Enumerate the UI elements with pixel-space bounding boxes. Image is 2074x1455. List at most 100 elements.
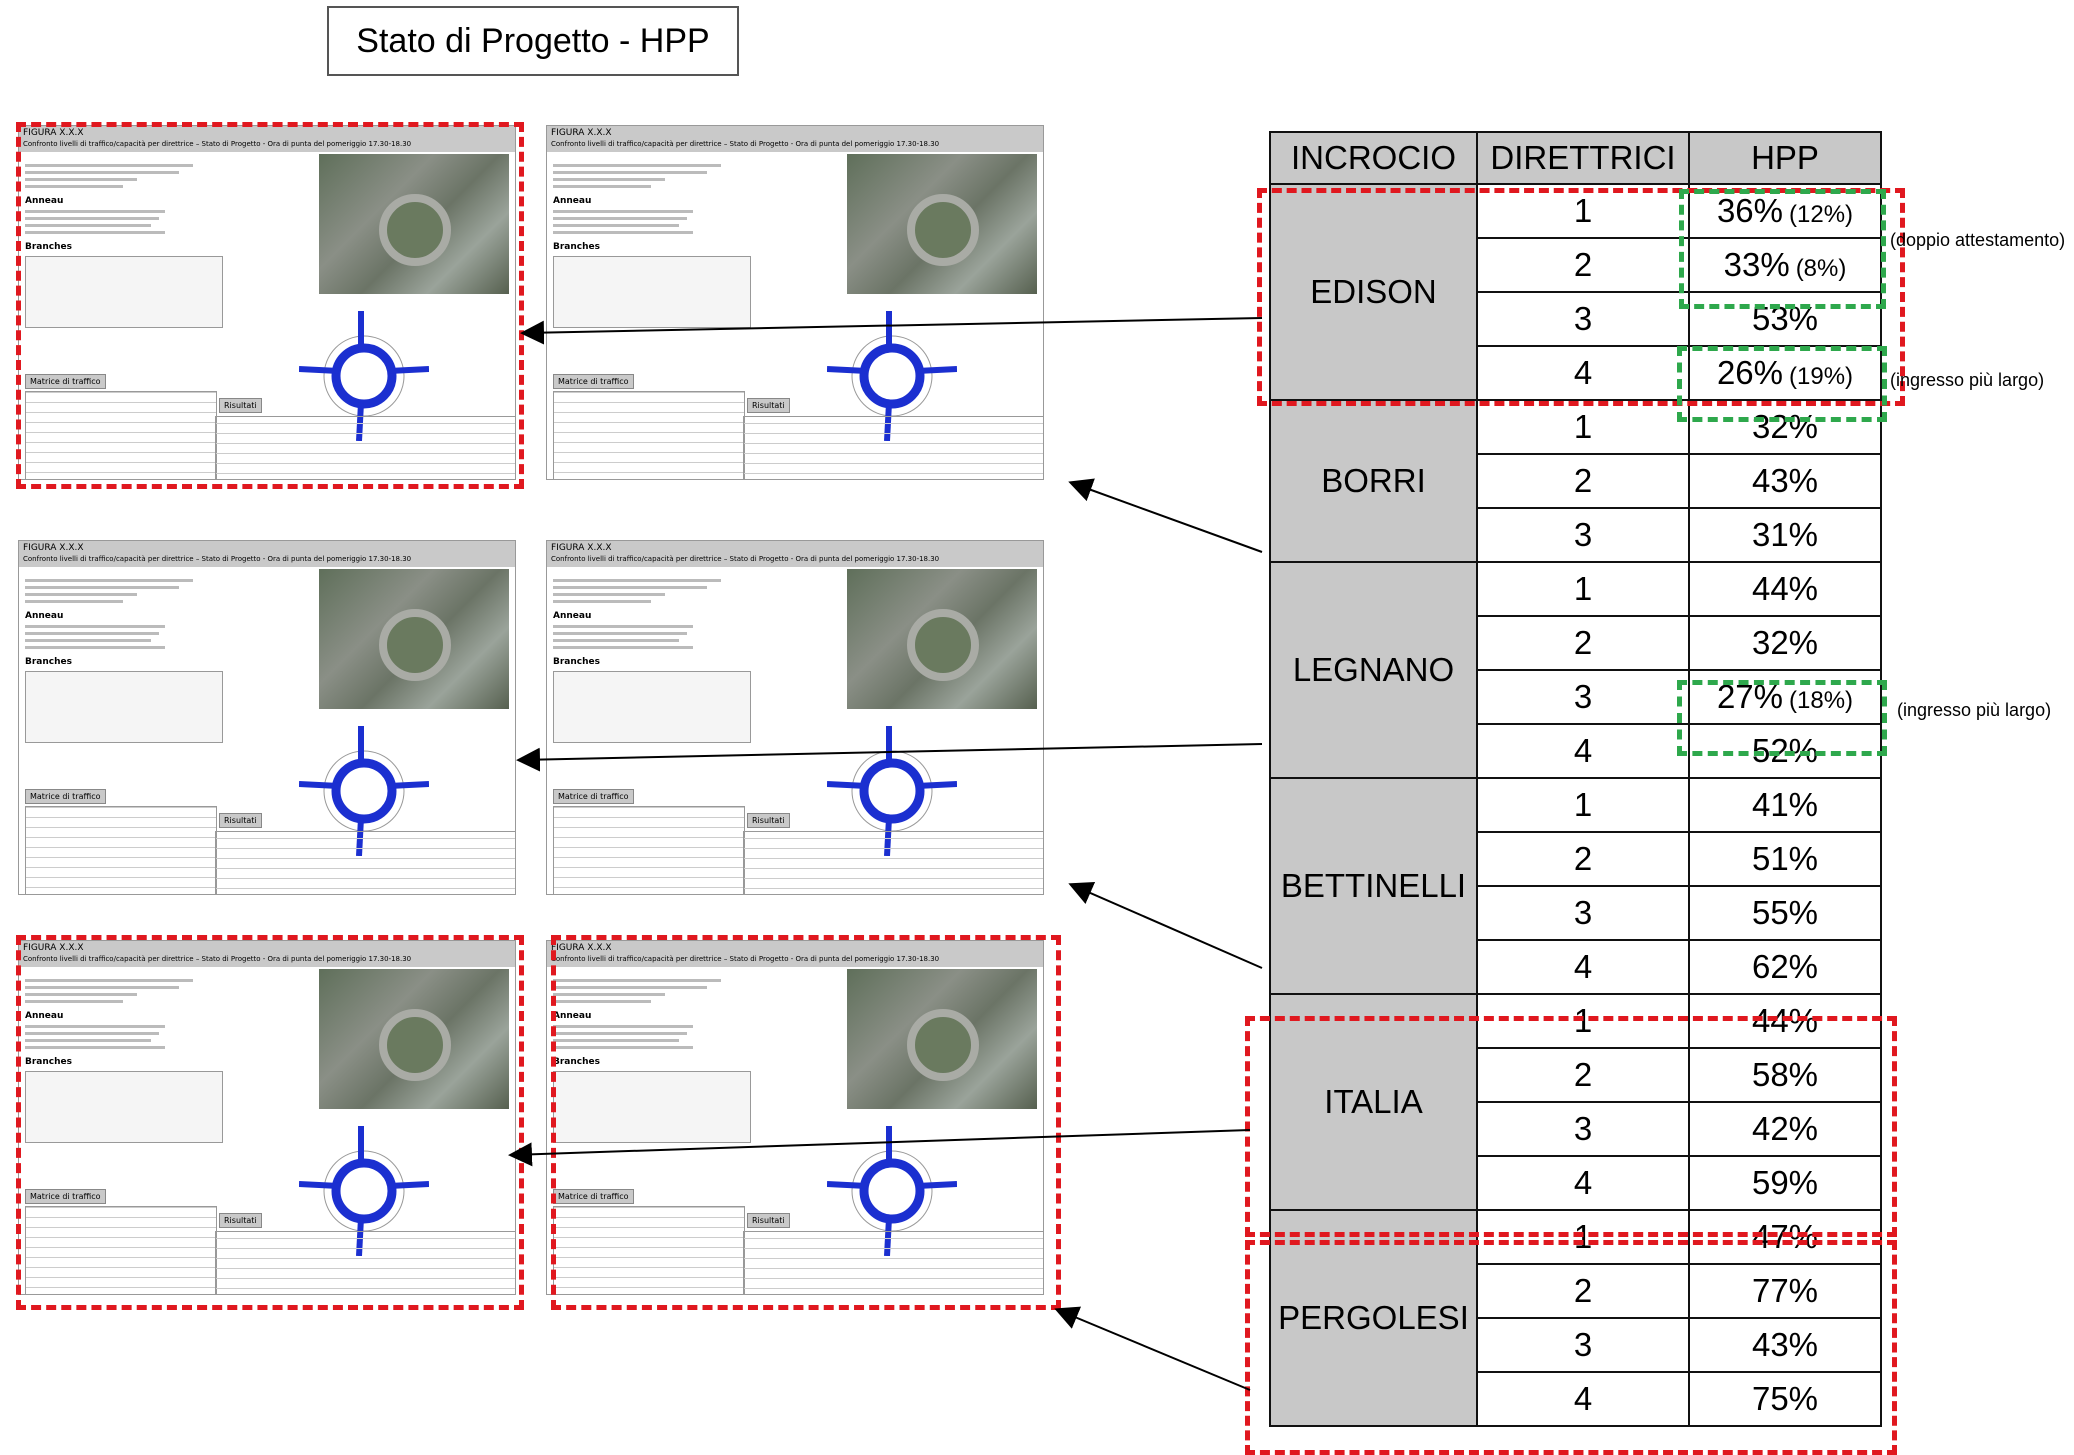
header-direttrici: DIRETTRICI xyxy=(1476,131,1690,185)
results-table xyxy=(215,1231,515,1294)
hpp-value: 58% xyxy=(1751,1056,1819,1093)
section-branches: Branches xyxy=(553,657,600,667)
section-anneau: Anneau xyxy=(553,1011,592,1021)
hpp-value: 44% xyxy=(1751,570,1819,607)
direttrice-cell: 4 xyxy=(1476,1155,1690,1211)
hpp-value: 43% xyxy=(1751,462,1819,499)
section-branches: Branches xyxy=(25,242,72,252)
hpp-extra-value: (19%) xyxy=(1789,363,1854,390)
results-table xyxy=(215,416,515,479)
results-table xyxy=(743,831,1043,894)
thumbnail-heading: FIGURA X.X.X xyxy=(23,943,84,953)
thumbnail-heading: FIGURA X.X.X xyxy=(23,543,84,553)
thumbnail-meta: Anneau Branches xyxy=(553,575,833,747)
hpp-value: 42% xyxy=(1751,1110,1819,1147)
hpp-value: 62% xyxy=(1751,948,1819,985)
direttrice-cell: 2 xyxy=(1476,1047,1690,1103)
thumbnail-subheading: Confronto livelli di traffico/capacità p… xyxy=(23,140,412,148)
hpp-value: 43% xyxy=(1751,1326,1819,1363)
hpp-extra-value: (8%) xyxy=(1795,255,1847,282)
roundabout-schematic xyxy=(299,726,429,856)
hpp-cell: 42% xyxy=(1688,1101,1882,1157)
direttrice-cell: 4 xyxy=(1476,939,1690,995)
page-title: Stato di Progetto - HPP xyxy=(327,6,739,76)
direttrice-cell: 4 xyxy=(1476,345,1690,401)
section-anneau: Anneau xyxy=(25,611,64,621)
hpp-cell: 55% xyxy=(1688,885,1882,941)
section-anneau: Anneau xyxy=(25,1011,64,1021)
direttrice-cell: 2 xyxy=(1476,237,1690,293)
direttrice-cell: 2 xyxy=(1476,831,1690,887)
report-thumbnail: FIGURA X.X.X Confronto livelli di traffi… xyxy=(546,940,1044,1295)
incrocio-cell: BETTINELLI xyxy=(1269,777,1478,995)
traffic-matrix xyxy=(553,1206,745,1294)
incrocio-cell: PERGOLESI xyxy=(1269,1209,1478,1427)
direttrice-cell: 1 xyxy=(1476,777,1690,833)
green-highlight-legnano-3 xyxy=(1677,680,1887,756)
hpp-cell: 31% xyxy=(1688,507,1882,563)
hpp-cell: 58% xyxy=(1688,1047,1882,1103)
arrow-bettinelli xyxy=(1068,882,1263,969)
incrocio-cell: EDISON xyxy=(1269,183,1478,401)
hpp-cell: 51% xyxy=(1688,831,1882,887)
hpp-cell: 62% xyxy=(1688,939,1882,995)
note-doppio-attestamento: (doppio attestamento) xyxy=(1890,230,2066,250)
note-ingresso-edison: (ingresso più largo) xyxy=(1890,370,2045,390)
thumb-highlight-edison xyxy=(16,122,524,489)
thumbnail-subheading: Confronto livelli di traffico/capacità p… xyxy=(23,555,412,563)
thumbnail-header: FIGURA X.X.X Confronto livelli di traffi… xyxy=(19,126,515,152)
results-label: Risultati xyxy=(219,813,262,828)
hpp-extra-value: (18%) xyxy=(1789,687,1854,714)
hpp-value: 51% xyxy=(1751,840,1819,877)
hpp-value: 77% xyxy=(1751,1272,1819,1309)
report-thumbnail: FIGURA X.X.X Confronto livelli di traffi… xyxy=(546,125,1044,480)
hpp-cell: 77% xyxy=(1688,1263,1882,1319)
hpp-cell: 53% xyxy=(1688,291,1882,347)
results-table xyxy=(743,416,1043,479)
thumbnail-heading: FIGURA X.X.X xyxy=(551,128,612,138)
thumb-highlight-italia xyxy=(16,935,524,1310)
section-anneau: Anneau xyxy=(25,196,64,206)
results-table xyxy=(743,1231,1043,1294)
hpp-cell: 59% xyxy=(1688,1155,1882,1211)
matrix-label: Matrice di traffico xyxy=(25,374,106,389)
thumbnail-header: FIGURA X.X.X Confronto livelli di traffi… xyxy=(547,941,1043,967)
thumbnail-header: FIGURA X.X.X Confronto livelli di traffi… xyxy=(547,541,1043,567)
hpp-value: 32% xyxy=(1751,624,1819,661)
direttrice-cell: 1 xyxy=(1476,561,1690,617)
thumbnail-header: FIGURA X.X.X Confronto livelli di traffi… xyxy=(19,541,515,567)
direttrice-cell: 1 xyxy=(1476,1209,1690,1265)
section-anneau: Anneau xyxy=(553,196,592,206)
hpp-value: 52% xyxy=(1751,732,1819,769)
traffic-matrix xyxy=(553,391,745,479)
direttrice-cell: 4 xyxy=(1476,1371,1690,1427)
direttrice-cell: 3 xyxy=(1476,1101,1690,1157)
traffic-matrix xyxy=(25,806,217,894)
table-highlight-pergolesi xyxy=(1245,1240,1897,1455)
report-thumbnail: FIGURA X.X.X Confronto livelli di traffi… xyxy=(18,940,516,1295)
section-branches: Branches xyxy=(25,1057,72,1067)
matrix-label: Matrice di traffico xyxy=(553,789,634,804)
thumbnail-subheading: Confronto livelli di traffico/capacità p… xyxy=(551,955,940,963)
direttrice-cell: 4 xyxy=(1476,723,1690,779)
thumb-highlight-pergolesi xyxy=(551,935,1061,1310)
matrix-label: Matrice di traffico xyxy=(25,1189,106,1204)
hpp-cell: 26%(19%) xyxy=(1688,345,1882,401)
results-label: Risultati xyxy=(219,1213,262,1228)
direttrice-cell: 3 xyxy=(1476,507,1690,563)
hpp-cell: 33%(8%) xyxy=(1688,237,1882,293)
thumbnail-meta: Anneau Branches xyxy=(553,160,833,332)
thumbnail-subheading: Confronto livelli di traffico/capacità p… xyxy=(23,955,412,963)
